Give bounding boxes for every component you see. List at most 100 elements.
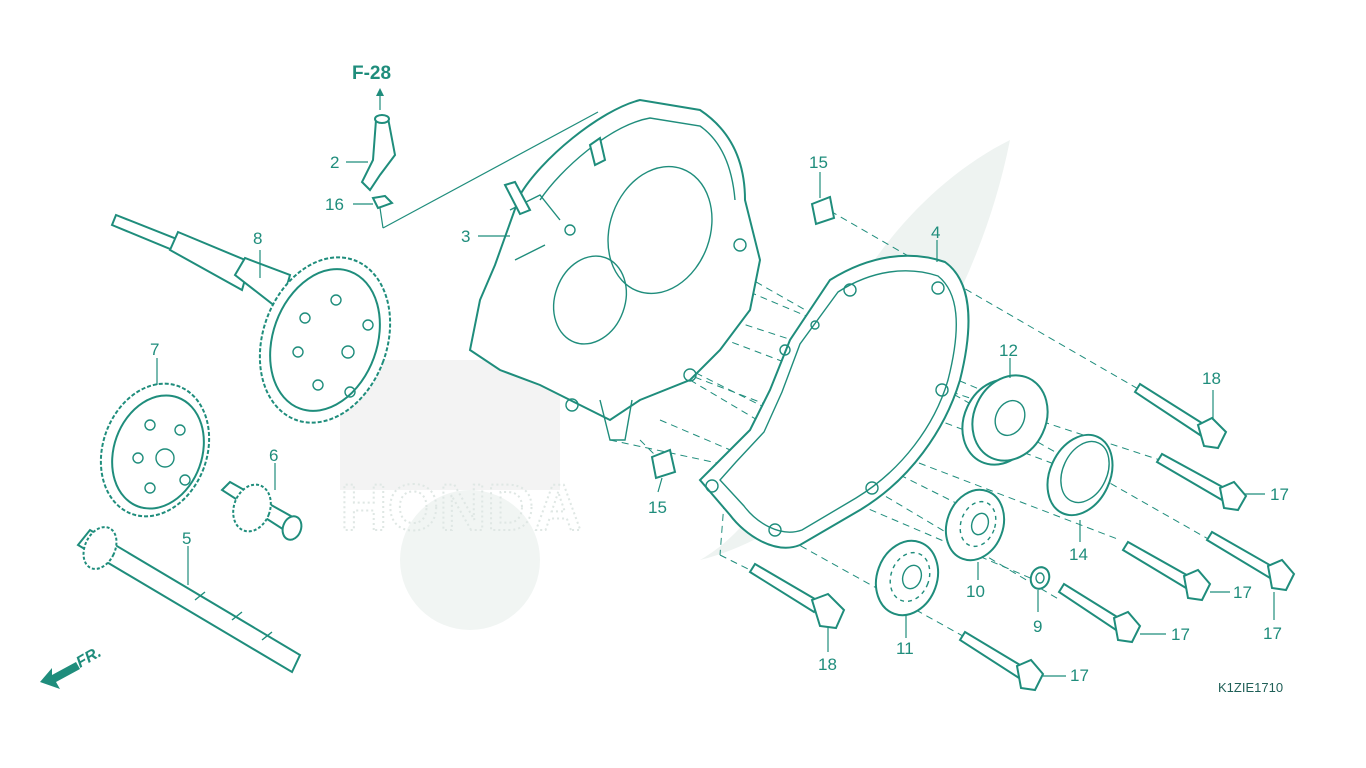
cover-3-bolt-hole (565, 398, 579, 412)
cover-3-outline (468, 98, 762, 422)
part-12-bearing (961, 374, 1049, 466)
cover-3-pin (503, 180, 532, 216)
cover-3-breather-nipple (588, 136, 607, 167)
part-6-small-gear (220, 480, 303, 541)
cover-3-bolt-hole (683, 368, 697, 382)
callout-10: 10 (966, 582, 985, 601)
bolts (748, 382, 1296, 692)
cover-3-bolt-hole (564, 224, 576, 236)
callout-7: 7 (150, 340, 159, 359)
bolt-17-e (958, 630, 1045, 692)
assembly-line (819, 204, 1141, 391)
gear-7-hole (144, 482, 156, 494)
gear-7-hole (174, 424, 186, 436)
leader-lines (156, 161, 1275, 677)
gear-7-hole (179, 474, 191, 486)
dowel-15-lower (650, 448, 677, 480)
dowel-15-upper (810, 195, 836, 226)
bearing-11-balls (889, 551, 931, 603)
front-arrow-icon (40, 662, 80, 689)
part-2-breather-tube (360, 88, 599, 229)
callout-18-lower: 18 (818, 655, 837, 674)
part-3-case-cover (468, 98, 762, 441)
callout-14: 14 (1069, 545, 1088, 564)
bolt-17-b (1205, 530, 1296, 592)
dotted-wing-watermark (340, 360, 560, 490)
front-direction-marker: FR. (40, 644, 104, 689)
gear-7-hub (155, 448, 175, 468)
part-5-countershaft (76, 526, 302, 674)
washer-9-outer (1029, 566, 1051, 590)
assembly-line (639, 439, 661, 461)
bearing-12-face (971, 374, 1049, 462)
bolt-18-lower (748, 562, 846, 630)
assembly-line (719, 489, 726, 556)
part-4-gasket (698, 254, 970, 549)
washer-9-inner (1035, 572, 1045, 584)
gasket-4-hole (931, 281, 945, 295)
ref-arrow-head (376, 88, 384, 96)
seal-14-inner (1060, 440, 1110, 504)
gear-7-hole (144, 419, 156, 431)
callout-8: 8 (253, 229, 262, 248)
cover-3-bore-lower (552, 255, 628, 345)
gear-logo-watermark (400, 490, 540, 630)
bearing-11-bore (901, 564, 923, 590)
gear-6-end (281, 515, 303, 541)
cover-3-bolt-hole (733, 238, 747, 252)
bolt-17-a (1155, 452, 1248, 512)
tube-2 (360, 116, 397, 192)
callout-15-upper: 15 (809, 153, 828, 172)
cover-3-bore-upper (607, 165, 713, 295)
tube-connection-line (382, 111, 599, 229)
gear-8-hole (344, 386, 356, 398)
callout-17-b: 17 (1233, 583, 1252, 602)
bearing-10-outer (944, 488, 1006, 562)
shaft-5-steps (194, 591, 273, 641)
reference-f28: F-28 (352, 63, 391, 84)
callout-17-e: 17 (1070, 666, 1089, 685)
part-7-gear (99, 382, 211, 518)
bearing-10-balls (959, 500, 997, 548)
callout-4: 4 (931, 223, 940, 242)
callout-15-lower: 15 (648, 498, 667, 517)
tube-2-end (374, 114, 390, 124)
gasket-4-hole (779, 344, 791, 356)
honda-watermark-text: HONDA (340, 470, 582, 544)
gear-8-hole (330, 294, 342, 306)
figure-code: K1ZIE1710 (1218, 680, 1283, 695)
part-9-washer (1029, 566, 1051, 590)
bearing-12-bore (994, 399, 1026, 437)
seal-14-outer (1046, 433, 1114, 517)
callout-16: 16 (325, 195, 344, 214)
gasket-4-hole (768, 523, 782, 537)
shaft-8-spline (168, 230, 252, 292)
gear-6-teeth (232, 483, 272, 533)
callout-11: 11 (896, 639, 914, 658)
tube-connection-line (379, 207, 384, 229)
callout-17-d: 17 (1171, 625, 1190, 644)
gear-8-hub (341, 345, 355, 359)
gasket-4-inner (719, 270, 957, 533)
callout-12: 12 (999, 341, 1018, 360)
callout-5: 5 (182, 529, 191, 548)
clip-16 (371, 194, 394, 210)
gasket-4-hole (865, 481, 879, 495)
part-10-bearing (944, 488, 1006, 562)
part-14-oil-seal (1046, 433, 1114, 517)
callout-17-a: 17 (1270, 485, 1289, 504)
gear-8-hole (362, 319, 374, 331)
callout-3: 3 (461, 227, 470, 246)
shaft-5-gear (82, 526, 118, 570)
callout-9: 9 (1033, 617, 1042, 636)
gasket-4-hole (843, 283, 857, 297)
shaft-5-body (76, 528, 302, 674)
callout-2: 2 (330, 153, 339, 172)
bolt-18-upper (1133, 382, 1228, 450)
cover-3-rim (539, 117, 736, 201)
gear-8-hole (292, 346, 304, 358)
gasket-4-outline (698, 254, 970, 549)
part-15-dowels (650, 195, 836, 480)
gear-8-hole (312, 379, 324, 391)
